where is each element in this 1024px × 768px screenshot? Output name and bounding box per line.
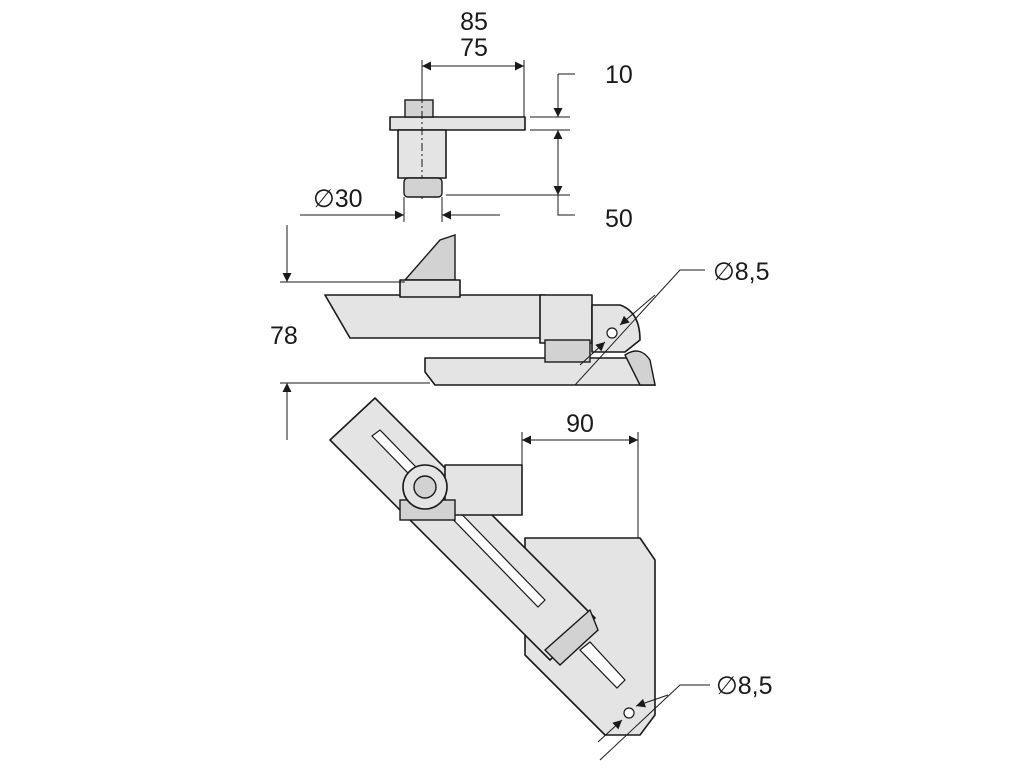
dim-label-hole-lower: ∅8,5 — [716, 672, 773, 700]
bottom-arm-assembly — [329, 397, 656, 736]
dim-label-85: 85 — [460, 8, 488, 36]
dim-label-hole-upper: ∅8,5 — [713, 258, 770, 286]
dim-label-diameter-30: ∅30 — [313, 185, 363, 213]
dim-label-90: 90 — [566, 410, 594, 438]
middle-latch-assembly — [324, 234, 656, 386]
dim-label-10: 10 — [605, 61, 633, 89]
top-roller-assembly — [389, 95, 526, 200]
dim-label-50: 50 — [605, 205, 633, 233]
dim-label-75: 75 — [460, 34, 488, 62]
dim-label-78: 78 — [270, 322, 298, 350]
dimension-lines — [280, 60, 710, 761]
